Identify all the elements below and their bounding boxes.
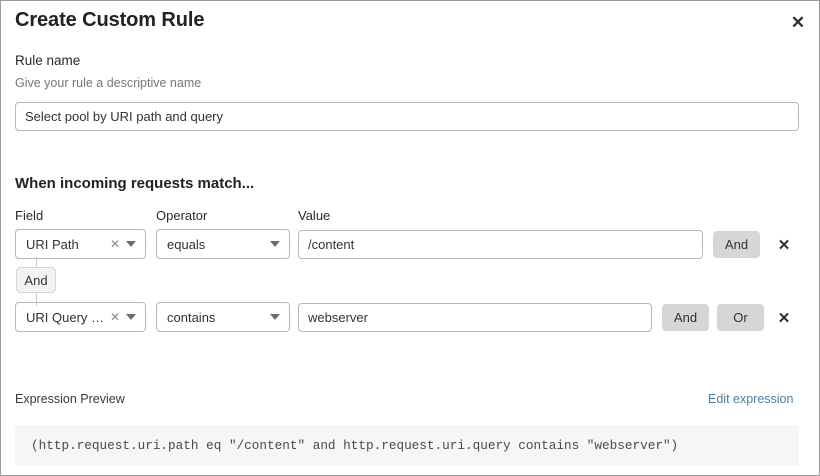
row-2-operator-value: contains: [167, 309, 216, 325]
row-2-field-select[interactable]: URI Query St... ✕: [15, 302, 146, 332]
edit-expression-link[interactable]: Edit expression: [708, 392, 794, 406]
row-1-field-value: URI Path: [26, 236, 79, 252]
row-2-operator-chevron-down-icon[interactable]: [270, 314, 280, 320]
expression-preview-label: Expression Preview: [15, 392, 125, 406]
row-2-delete-icon[interactable]: ✕: [774, 308, 794, 328]
connector-line-top: [36, 257, 37, 271]
group-connector-and-badge[interactable]: And: [16, 267, 56, 293]
row-2-field-value: URI Query St...: [26, 309, 108, 325]
rule-name-label: Rule name: [15, 53, 81, 68]
row-1-and-button[interactable]: And: [713, 231, 760, 258]
row-1-operator-value: equals: [167, 236, 206, 252]
row-1-field-select[interactable]: URI Path ✕: [15, 229, 146, 259]
page-title: Create Custom Rule: [15, 9, 205, 31]
row-1-delete-icon[interactable]: ✕: [774, 235, 794, 255]
row-2-field-chevron-down-icon[interactable]: [126, 314, 136, 320]
match-section-heading: When incoming requests match...: [15, 175, 255, 192]
close-icon[interactable]: ✕: [785, 9, 811, 35]
connector-line-bottom: [36, 293, 37, 306]
row-1-value-input[interactable]: [298, 230, 703, 259]
column-header-operator: Operator: [156, 208, 208, 223]
row-2-value-input[interactable]: [298, 303, 652, 332]
row-2-and-button[interactable]: And: [662, 304, 709, 331]
row-1-operator-select[interactable]: equals: [156, 229, 290, 259]
row-2-operator-select[interactable]: contains: [156, 302, 290, 332]
row-1-field-clear-icon[interactable]: ✕: [109, 237, 120, 251]
row-2-or-button[interactable]: Or: [717, 304, 764, 331]
row-1-operator-chevron-down-icon[interactable]: [270, 241, 280, 247]
row-1-field-chevron-down-icon[interactable]: [126, 241, 136, 247]
row-2-field-clear-icon[interactable]: ✕: [109, 310, 120, 324]
rule-name-sublabel: Give your rule a descriptive name: [15, 76, 202, 90]
column-header-field: Field: [15, 208, 44, 223]
expression-preview-box: (http.request.uri.path eq "/content" and…: [15, 425, 799, 465]
expression-preview-code: (http.request.uri.path eq "/content" and…: [31, 437, 679, 453]
column-header-value: Value: [298, 208, 331, 223]
rule-name-input[interactable]: [15, 102, 799, 131]
